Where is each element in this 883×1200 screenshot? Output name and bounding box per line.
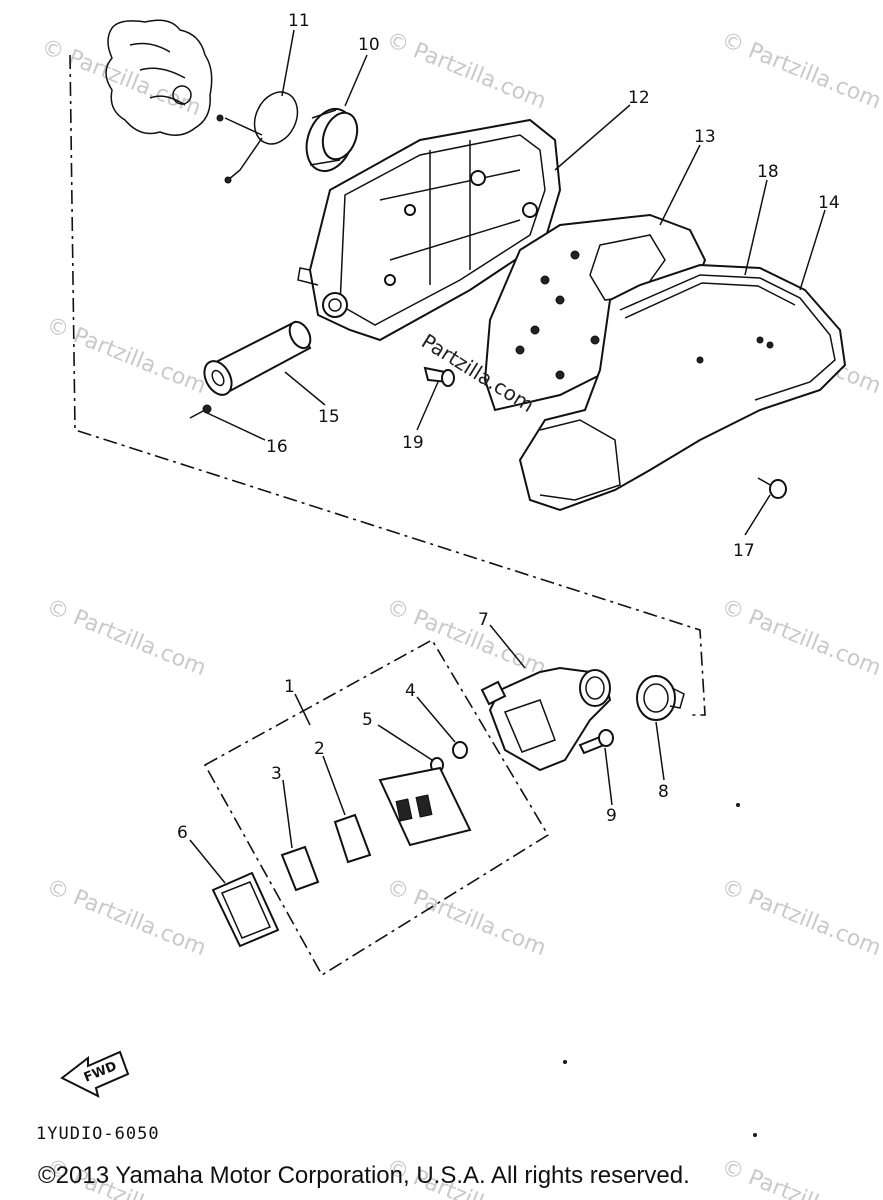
stopper-part-3 xyxy=(280,845,320,892)
callout-15: 15 xyxy=(318,407,340,427)
reed-petal xyxy=(333,813,372,864)
callout-8: 8 xyxy=(658,782,669,802)
callout-17: 17 xyxy=(733,541,755,561)
callout-18: 18 xyxy=(757,162,779,182)
leader-lines-lower xyxy=(189,624,665,884)
assembly-guide-line xyxy=(69,54,706,716)
dot-3 xyxy=(736,803,740,807)
callouts: 1 2 3 4 5 6 7 8 9 10 11 12 13 14 15 16 1… xyxy=(177,11,840,843)
reed-valve-assy-box xyxy=(203,638,550,977)
band-part-8 xyxy=(636,675,685,721)
clamp-part-11 xyxy=(216,91,299,184)
watermark-14: © Partzilla.com xyxy=(718,1154,883,1200)
engine-outline xyxy=(105,19,213,136)
fwd-arrow-icon: FWD xyxy=(60,1050,130,1098)
bolt-part-19 xyxy=(423,366,455,387)
dot-2 xyxy=(753,1133,757,1137)
callout-12: 12 xyxy=(628,88,650,108)
diagram-code: 1YUDIO-6050 xyxy=(36,1124,160,1144)
screw-part-16 xyxy=(189,404,212,419)
dot-1 xyxy=(563,1060,567,1064)
watermark-2: © Partzilla.com xyxy=(383,27,550,114)
bolt-part-9 xyxy=(578,729,614,755)
watermark-9: © Partzilla.com xyxy=(43,874,210,961)
callout-6: 6 xyxy=(177,823,188,843)
watermark-6: © Partzilla.com xyxy=(43,594,210,681)
callout-1: 1 xyxy=(284,677,295,697)
air-filter-case-part-12 xyxy=(297,118,562,342)
gasket-part-6 xyxy=(211,871,280,948)
callout-16: 16 xyxy=(266,437,288,457)
watermark-10: © Partzilla.com xyxy=(383,874,550,961)
watermark-3: © Partzilla.com xyxy=(718,27,883,114)
callout-10: 10 xyxy=(358,35,380,55)
callout-13: 13 xyxy=(694,127,716,147)
callout-4: 4 xyxy=(405,681,416,701)
watermark-8: © Partzilla.com xyxy=(718,594,883,681)
bolt-part-4 xyxy=(452,741,468,759)
reed-valve-part-2 xyxy=(378,766,472,847)
screw-part-17 xyxy=(757,477,787,499)
cover-part-14 xyxy=(518,263,847,512)
watermark-1: © Partzilla.com xyxy=(38,34,205,121)
watermark-11: © Partzilla.com xyxy=(718,874,883,961)
watermark-4: © Partzilla.com xyxy=(43,312,210,399)
leader-lines-upper xyxy=(204,29,826,536)
copyright-notice: ©2013 Yamaha Motor Corporation, U.S.A. A… xyxy=(38,1162,690,1189)
callout-3: 3 xyxy=(271,764,282,784)
callout-2: 2 xyxy=(314,739,325,759)
callout-19: 19 xyxy=(402,433,424,453)
callout-11: 11 xyxy=(288,11,310,31)
joint-part-10 xyxy=(305,108,359,172)
callout-5: 5 xyxy=(362,710,373,730)
callout-7: 7 xyxy=(478,610,489,630)
tube-part-15 xyxy=(203,320,312,396)
carb-joint-part-7 xyxy=(480,666,612,772)
callout-14: 14 xyxy=(818,193,840,213)
callout-9: 9 xyxy=(606,806,617,826)
